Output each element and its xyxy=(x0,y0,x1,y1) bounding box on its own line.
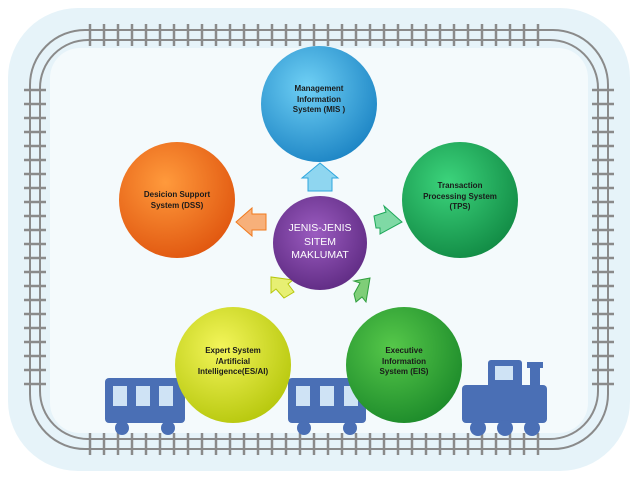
wheel xyxy=(115,421,129,435)
locomotive-window xyxy=(495,366,513,380)
left-carriage-window xyxy=(136,386,150,406)
node-eis-circle xyxy=(346,307,462,423)
node-tps-circle xyxy=(402,142,518,258)
wheel xyxy=(297,421,311,435)
arrow-to-es xyxy=(270,276,295,299)
wheel xyxy=(343,421,357,435)
center-label: JENIS-JENIS SITEM MAKLUMAT xyxy=(288,222,352,261)
node-tps-label: Transaction Processing System (TPS) xyxy=(423,181,497,211)
node-mis-circle xyxy=(261,46,377,162)
rail-sleepers xyxy=(24,24,614,455)
middle-carriage-window xyxy=(296,386,310,406)
rail-track-frame xyxy=(29,29,609,450)
locomotive-chimney xyxy=(530,366,540,388)
arrow-to-tps xyxy=(373,204,403,235)
left-carriage-window xyxy=(159,386,173,406)
middle-carriage-window xyxy=(320,386,334,406)
wheel xyxy=(524,420,540,436)
node-eis-label: Executive Information System (EIS) xyxy=(379,346,429,376)
node-es-circle xyxy=(175,307,291,423)
arrow-to-dss xyxy=(235,206,267,238)
locomotive-body xyxy=(462,385,547,423)
node-dss-circle xyxy=(119,142,235,258)
left-carriage-window xyxy=(113,386,127,406)
node-dss-label: Desicion Support System (DSS) xyxy=(143,190,211,210)
chimney-top xyxy=(527,362,543,368)
wheel xyxy=(470,420,486,436)
connector-arrows xyxy=(235,162,403,304)
rail-inner xyxy=(39,39,599,440)
wheel xyxy=(161,421,175,435)
wheel xyxy=(497,420,513,436)
arrow-to-mis xyxy=(300,162,340,192)
arrow-to-eis xyxy=(352,277,371,304)
node-es-label: Expert System /Artificial Intelligence(E… xyxy=(197,346,269,376)
node-mis-label: Management Information System (MIS ) xyxy=(292,84,346,114)
center-circle xyxy=(273,196,367,290)
rail-outer xyxy=(29,29,609,450)
train-illustration xyxy=(105,360,547,436)
